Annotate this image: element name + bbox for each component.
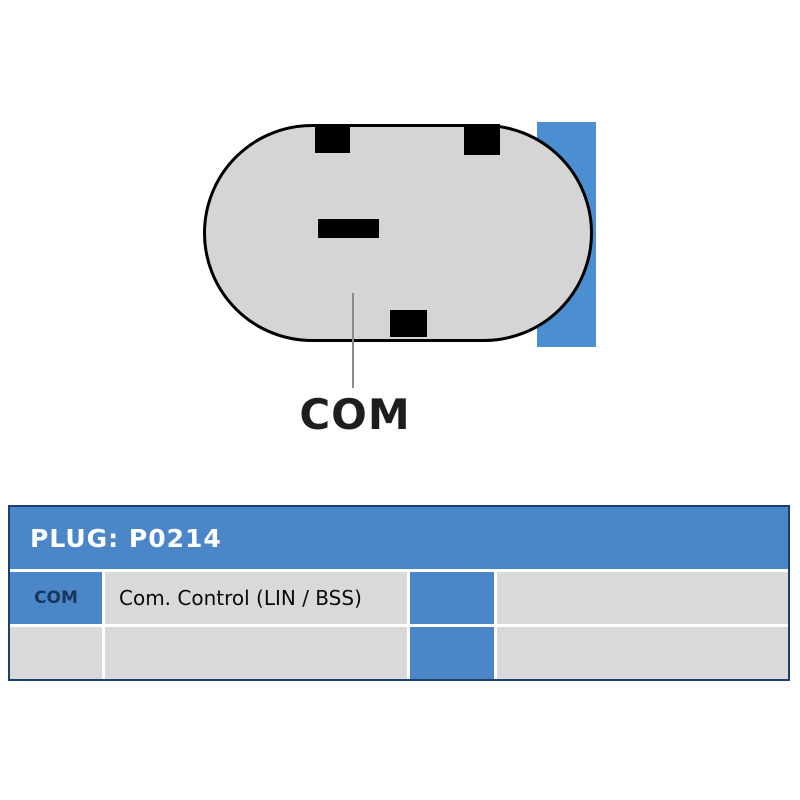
pin-description-cell: Com. Control (LIN / BSS) [105, 572, 407, 624]
pin-name-cell: COM [10, 572, 102, 624]
pin-description-cell-2 [497, 572, 788, 624]
empty-cell [105, 627, 407, 679]
connector-housing [203, 124, 593, 342]
com-pin-label: COM [299, 390, 411, 439]
connector-diagram: COM [203, 122, 596, 439]
connector-key-bottom [390, 310, 427, 337]
pin-name-cell-2 [410, 572, 494, 624]
com-pin [318, 219, 379, 238]
empty-blue-cell [410, 627, 494, 679]
empty-cell [497, 627, 788, 679]
leader-line [352, 293, 354, 388]
plug-table-grid: COM Com. Control (LIN / BSS) [10, 572, 788, 679]
plug-table: PLUG: P0214 COM Com. Control (LIN / BSS) [8, 505, 790, 681]
connector-key-top-right [464, 124, 500, 155]
empty-cell [10, 627, 102, 679]
connector-key-top-left [315, 124, 350, 153]
plug-table-title: PLUG: P0214 [10, 507, 788, 569]
